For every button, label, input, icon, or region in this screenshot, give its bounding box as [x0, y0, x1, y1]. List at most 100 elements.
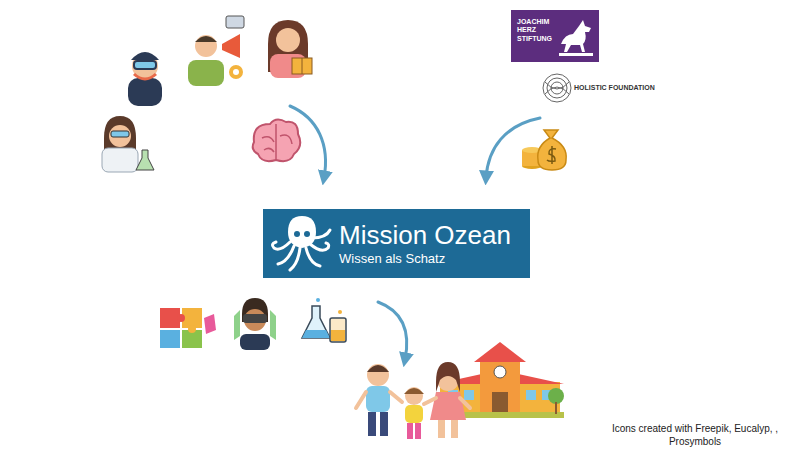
scientist-icon-part — [136, 150, 154, 170]
money-icon-part — [547, 146, 556, 164]
speaker-icon-part — [222, 34, 240, 58]
credit-note: Icons created with Freepik, Eucalyp, , P… — [600, 423, 790, 448]
vr-icon-part — [240, 334, 270, 350]
teacher-icon-part — [276, 28, 300, 52]
school-icon-part — [448, 390, 458, 400]
children-icon-part — [430, 392, 466, 420]
holistic-logo-part — [545, 82, 569, 94]
scientist-icon-part — [102, 148, 138, 172]
diver-icon-part — [134, 74, 156, 79]
children-icon-part — [366, 386, 390, 412]
speaker-icon-part — [226, 16, 244, 28]
project-box: Mission OzeanWissen als Schatz — [263, 209, 530, 278]
lab-icon-part — [338, 310, 342, 314]
puzzle-icon-part — [177, 314, 185, 322]
node-subtitle: Wissen als Schatz — [339, 251, 522, 268]
flow-arrows-part — [378, 302, 407, 360]
lab-icon-part — [302, 306, 330, 338]
school-icon-part — [480, 360, 520, 412]
teacher-icon-part — [270, 54, 306, 78]
node-title: Mission Ozean — [339, 221, 522, 251]
flow-arrows-part — [290, 106, 326, 178]
vr-icon-part — [270, 310, 276, 340]
children-icon-part — [380, 412, 388, 436]
diver-icon-part — [131, 52, 159, 60]
lab-icon — [302, 298, 346, 342]
speaker-icon-part — [195, 36, 217, 42]
money-icon-part — [522, 147, 542, 153]
puzzle-icon-part — [182, 330, 202, 348]
school-icon-part — [464, 390, 474, 400]
lab-icon-part — [302, 330, 330, 338]
node-title: JOACHIM HERZ STIFTUNG — [517, 18, 555, 43]
speaker-icon-part — [195, 35, 217, 57]
money-icon-part — [522, 163, 542, 169]
puzzle-icon-part — [160, 330, 180, 348]
puzzle-icon-part — [204, 314, 216, 334]
vr-icon-part — [242, 298, 268, 322]
school-icon — [432, 342, 564, 418]
children-icon-part — [404, 388, 424, 394]
children-icon-part — [356, 392, 402, 408]
puzzle-icon-part — [188, 325, 196, 333]
school-icon-part — [440, 382, 560, 412]
funder-logo-box: JOACHIM HERZ STIFTUNG — [511, 10, 599, 62]
lab-icon-part — [331, 330, 345, 341]
children-icon-part — [437, 369, 459, 391]
school-icon-part — [494, 366, 506, 378]
school-icon-part — [492, 392, 508, 412]
children-icon-part — [451, 420, 458, 438]
scientist-icon — [102, 116, 154, 172]
flow-arrows-part — [486, 118, 540, 178]
school-icon-part — [432, 412, 564, 418]
children-icon — [356, 362, 470, 439]
holistic-logo-part — [551, 82, 563, 94]
holistic-logo — [543, 74, 571, 102]
brain-icon — [253, 119, 301, 161]
money-icon — [522, 130, 566, 170]
speaker-icon-part — [229, 65, 243, 79]
speaker-icon-part — [233, 69, 239, 75]
brain-icon-part — [253, 119, 301, 161]
children-icon-part — [405, 387, 423, 405]
speaker-icon — [188, 16, 244, 86]
children-icon-part — [415, 423, 421, 439]
money-icon-part — [538, 130, 566, 170]
vr-icon — [234, 298, 276, 350]
speaker-icon-part — [188, 60, 224, 86]
children-icon-part — [367, 365, 389, 372]
diver-icon — [128, 52, 162, 106]
school-icon-part — [436, 370, 564, 384]
children-icon-part — [438, 420, 445, 438]
holistic-logo-part — [543, 74, 571, 102]
school-icon-part — [526, 390, 536, 400]
teacher-icon-part — [292, 58, 312, 74]
puzzle-icon-part — [160, 308, 180, 328]
teacher-icon-part — [268, 20, 308, 72]
children-icon-part — [405, 405, 423, 423]
children-icon-part — [367, 364, 389, 386]
holistic-logo-part — [547, 78, 567, 98]
teacher-icon — [268, 20, 312, 78]
vr-icon-part — [243, 314, 267, 323]
scientist-icon-part — [111, 131, 129, 137]
lab-icon-part — [316, 298, 320, 302]
scientist-icon-part — [104, 116, 136, 160]
diver-icon-part — [132, 53, 158, 79]
children-icon-part — [436, 362, 460, 392]
vr-icon-part — [244, 309, 266, 331]
school-icon-part — [474, 342, 526, 362]
school-icon-part — [548, 388, 564, 404]
diver-icon-part — [134, 61, 156, 69]
scientist-icon-part — [109, 125, 131, 147]
vr-icon-part — [234, 310, 240, 340]
brain-icon-part — [262, 124, 292, 160]
lab-icon-part — [330, 318, 346, 342]
children-icon-part — [368, 412, 376, 436]
children-icon-part — [407, 423, 413, 439]
school-icon-part — [555, 402, 557, 414]
teacher-icon-part — [302, 58, 303, 74]
puzzle-icon-part — [182, 308, 202, 328]
logo-text: HOLISTIC FOUNDATION — [574, 84, 694, 93]
